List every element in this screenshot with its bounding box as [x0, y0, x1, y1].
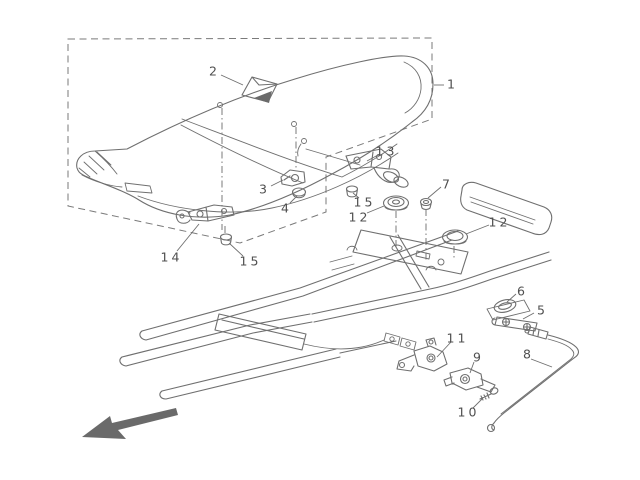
part-15-nut-right: [345, 185, 359, 198]
part-14-hook-bracket: [175, 204, 235, 224]
exploded-parts: [175, 148, 579, 433]
leader-line-15: [228, 242, 244, 257]
leader-line-12: [366, 205, 385, 214]
leader-line-9: [469, 361, 475, 374]
part-callout-5: 5: [537, 302, 548, 318]
direction-arrow: [82, 408, 178, 439]
leader-line-6: [506, 293, 517, 303]
rear-frame-drawing: [119, 181, 553, 400]
part-3-clip: [280, 169, 306, 187]
part-callout-15: 15: [239, 253, 262, 269]
leader-line-7: [427, 186, 442, 199]
part-7-nut: [419, 197, 433, 211]
leader-line-11: [436, 341, 452, 358]
part-callout-12: 12: [348, 209, 371, 225]
leader-line-4: [289, 195, 298, 204]
part-callout-7: 7: [442, 176, 453, 192]
seat-cover-seam: [180, 118, 398, 184]
part-6-ring: [493, 299, 517, 313]
part-4-grommet: [291, 187, 307, 199]
leader-line-8: [530, 358, 553, 368]
part-15-nut-left: [219, 233, 233, 246]
leader-line-13: [366, 154, 379, 162]
part-callout-3: 3: [259, 181, 270, 197]
part-callout-8: 8: [523, 346, 534, 362]
seat-skirt-seam: [137, 152, 399, 213]
callout-leader-lines: [176, 74, 553, 409]
part-callout-10: 10: [457, 404, 480, 420]
part-8-cable: [486, 326, 579, 433]
dashed-enclosure: [67, 37, 433, 244]
seat-rear-curl: [403, 61, 422, 114]
leader-line-14: [176, 223, 200, 252]
part-callout-12: 12: [488, 214, 511, 230]
part-callout-4: 4: [281, 200, 292, 216]
leader-line-2: [220, 74, 244, 86]
part-13-hook-bracket: [345, 148, 409, 188]
seat-front-tab: [124, 182, 153, 194]
leader-line-12: [465, 224, 490, 235]
part-10-screw: [479, 387, 499, 401]
leader-line-15: [352, 192, 360, 199]
part-callout-2: 2: [209, 63, 220, 79]
seat-nose-detail: [78, 150, 123, 188]
part-callout-1: 1: [447, 76, 458, 92]
leader-line-10: [472, 397, 484, 409]
seat-assembly-drawing: [76, 55, 434, 218]
leader-line-5: [522, 312, 535, 320]
leader-to-bracket-13: [305, 148, 361, 166]
grab-rail-loop: [460, 181, 553, 236]
part-callout-15: 15: [353, 194, 376, 210]
part-5-striker: [491, 316, 538, 332]
part-callout-6: 6: [517, 283, 528, 299]
frame-cross-plate: [352, 229, 469, 275]
part-12-damper-left: [382, 195, 410, 211]
part-callout-9: 9: [473, 349, 484, 365]
part-2-strap: [241, 76, 278, 103]
part-12-damper-right: [441, 229, 469, 245]
part-9-seat-lock: [443, 367, 496, 393]
leader-line-3: [270, 179, 284, 187]
part-11-bracket: [396, 337, 448, 372]
frame-side-cover: [214, 313, 307, 351]
assembly-axis-lines: [217, 102, 455, 262]
part-callout-14: 14: [160, 249, 183, 265]
part-callout-11: 11: [446, 330, 469, 346]
part-callout-13: 13: [375, 143, 398, 159]
